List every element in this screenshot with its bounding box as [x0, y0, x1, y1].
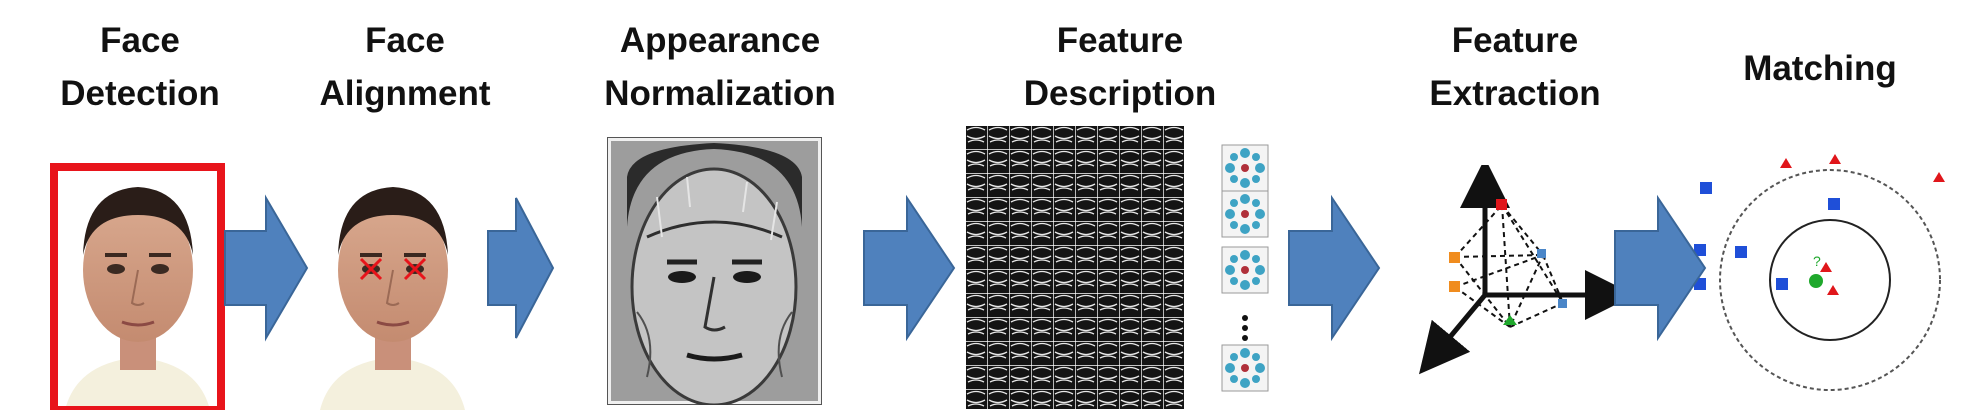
stage-title-line1: Face	[100, 21, 180, 60]
pipeline-arrow-4	[1288, 194, 1381, 342]
hair	[83, 187, 193, 255]
inner-radius	[1769, 219, 1891, 341]
point-orange-1	[1449, 252, 1460, 263]
blue-square	[1776, 278, 1788, 290]
stage-title-line2: Detection	[60, 74, 220, 113]
face-alignment-image	[305, 155, 480, 410]
stage-title-line1: Matching	[1743, 49, 1897, 88]
point-blue-1	[1537, 249, 1546, 258]
blue-square	[1735, 246, 1747, 258]
stage-title-line1: Face	[365, 21, 445, 60]
red-triangle	[1829, 154, 1841, 164]
descriptor-histograms	[1221, 144, 1269, 392]
axis-y	[1418, 293, 1487, 375]
query-point	[1809, 274, 1823, 288]
descriptor-cell-2	[1221, 190, 1269, 238]
descriptor-cell-3	[1221, 246, 1269, 294]
stage-title-line1: Feature	[1451, 21, 1579, 60]
shirt	[65, 360, 210, 410]
landmark-cross-right	[403, 257, 427, 281]
red-triangle	[1820, 262, 1832, 272]
stage-title-line2: Description	[1023, 74, 1217, 113]
matching-plot: ?	[1694, 154, 1945, 391]
blue-square	[1828, 198, 1840, 210]
face-detection-image	[50, 155, 225, 410]
normalized-face-image	[607, 137, 822, 405]
pipeline-arrow-2	[487, 197, 555, 339]
stage-title-feature-description: Feature Description	[980, 14, 1260, 120]
descriptor-cell-1	[1221, 144, 1269, 192]
stage-title-line2: Normalization	[604, 74, 836, 113]
point-orange-2	[1449, 281, 1460, 292]
point-red	[1496, 199, 1507, 210]
red-triangle	[1827, 285, 1839, 295]
pipeline-arrow-3	[863, 194, 956, 342]
blue-square	[1694, 244, 1706, 256]
stage-title-line1: Appearance	[619, 21, 821, 60]
stage-title-line2: Alignment	[319, 74, 491, 113]
pipeline-arrow-1	[224, 194, 309, 342]
stage-title-line1: Feature	[1056, 21, 1184, 60]
stage-title-face-alignment: Face Alignment	[290, 14, 520, 120]
pipeline-arrow-5	[1614, 194, 1707, 342]
landmark-cross-left	[359, 257, 383, 281]
point-green	[1503, 315, 1517, 325]
outer-radius	[1719, 169, 1941, 391]
red-triangle	[1780, 158, 1792, 168]
stage-title-appearance-normalization: Appearance Normalization	[560, 14, 880, 120]
descriptor-cell-4	[1221, 344, 1269, 392]
descriptor-ellipsis	[1242, 315, 1248, 341]
stage-title-face-detection: Face Detection	[30, 14, 250, 120]
query-mark: ?	[1813, 253, 1821, 269]
stage-title-matching: Matching	[1700, 42, 1940, 95]
detection-box	[50, 163, 225, 410]
stage-title-line2: Extraction	[1429, 74, 1601, 113]
feature-space-axes	[1418, 165, 1625, 375]
red-triangle	[1933, 172, 1945, 182]
blue-square	[1700, 182, 1712, 194]
point-blue-2	[1558, 299, 1567, 308]
stage-title-feature-extraction: Feature Extraction	[1395, 14, 1635, 120]
feature-grid-image	[965, 125, 1185, 410]
